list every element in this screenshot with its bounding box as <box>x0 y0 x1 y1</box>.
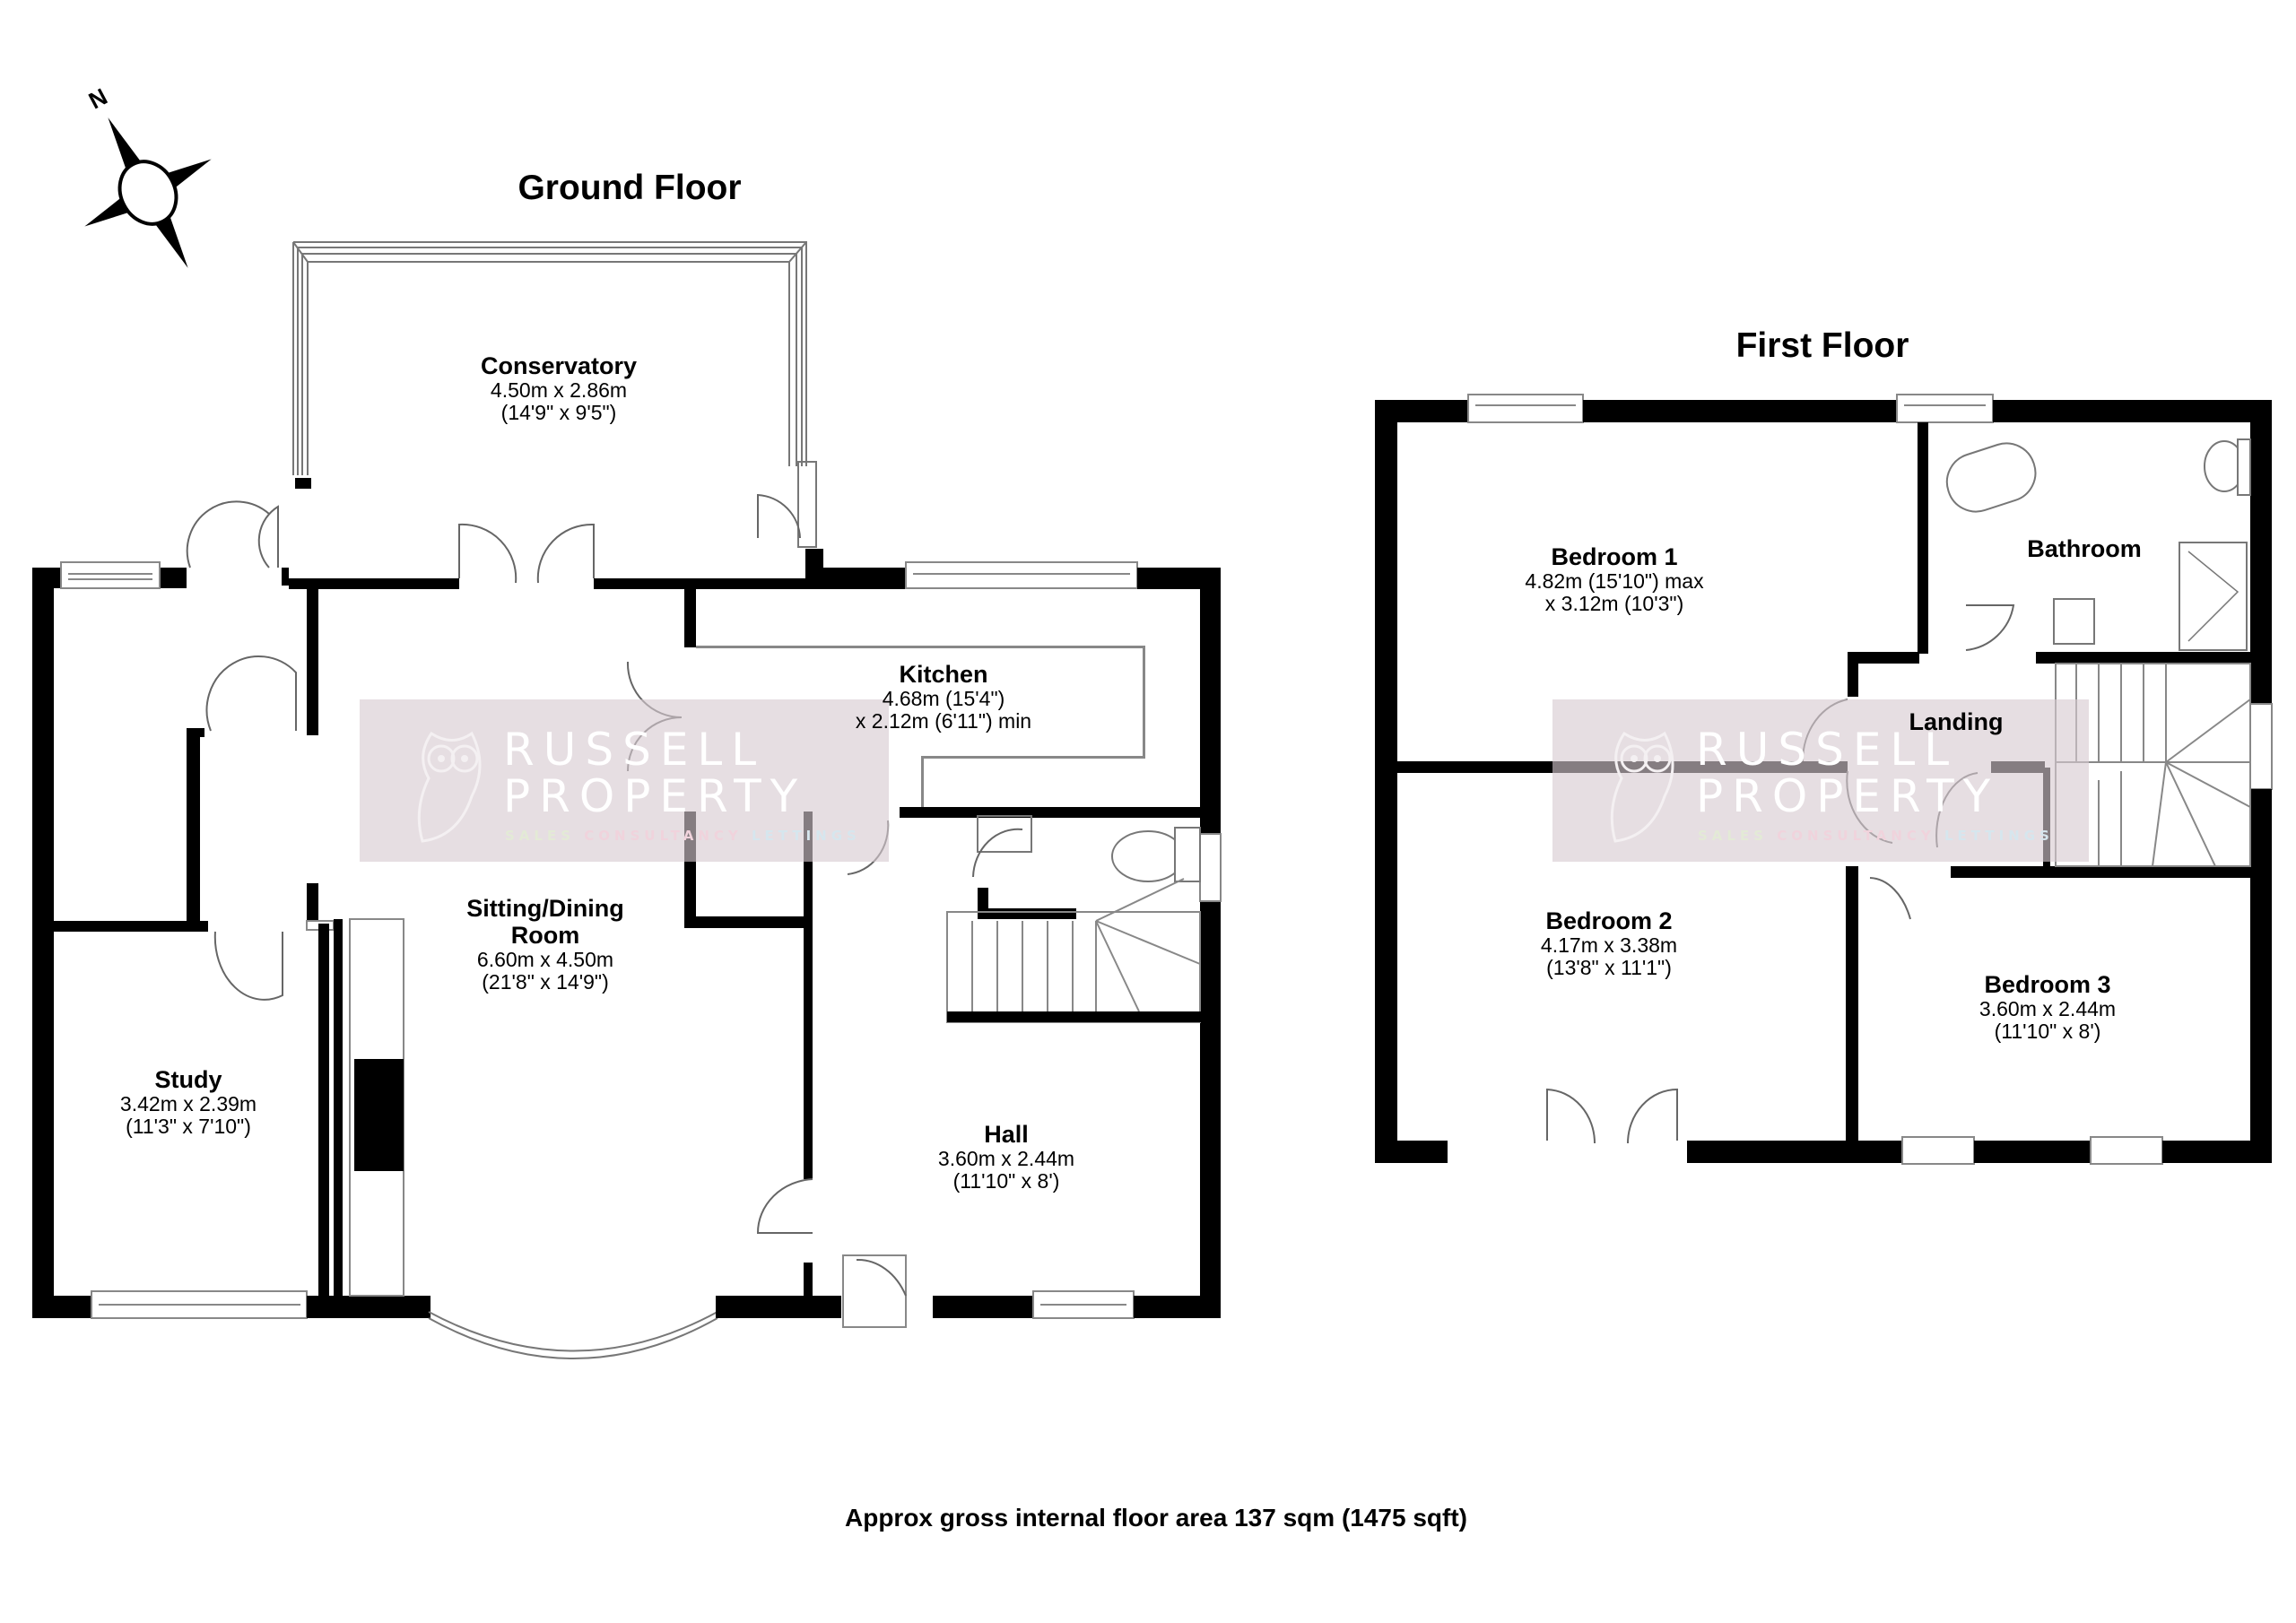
watermark-brand-line2: PROPERTY <box>503 770 807 822</box>
room-dimensions: 3.60m x 2.44m <box>937 1147 1075 1170</box>
room-dimensions-imperial: (21'8" x 14'9") <box>482 970 609 994</box>
watermark-first-floor: RUSSELL PROPERTY SALES CONSULTANCY LETTI… <box>1552 699 2089 862</box>
owl-logo-icon <box>417 731 482 843</box>
ground-floor-plan <box>32 241 1222 1359</box>
room-label-sitting-dining: Sitting/Dining Room 6.60m x 4.50m (21'8"… <box>466 895 623 994</box>
room-dimensions: 4.50m x 2.86m <box>490 378 628 402</box>
watermark-tagline: SALES CONSULTANCY LETTINGS <box>505 828 861 844</box>
room-dimensions-imperial: (13'8" x 11'1") <box>1546 956 1672 979</box>
tag-lettings: LETTINGS <box>1944 828 2054 844</box>
room-label-bedroom-3: Bedroom 3 3.60m x 2.44m (11'10" x 8') <box>1979 971 2116 1043</box>
room-name: Sitting/Dining <box>466 895 624 922</box>
room-dimensions-imperial: x 2.12m (6'11") min <box>855 709 1032 733</box>
room-label-landing: Landing <box>1909 708 2004 735</box>
tag-consultancy: CONSULTANCY <box>584 828 743 844</box>
first-floor-title: First Floor <box>1735 326 1909 365</box>
room-label-study: Study 3.42m x 2.39m (11'3" x 7'10") <box>120 1066 257 1138</box>
room-dimensions: 6.60m x 4.50m <box>476 948 614 971</box>
tag-consultancy: CONSULTANCY <box>1777 828 1935 844</box>
room-name: Hall <box>984 1121 1029 1148</box>
watermark-brand-line1: RUSSELL <box>1696 724 1959 776</box>
room-dimensions: 3.60m x 2.44m <box>1979 997 2117 1020</box>
room-dimensions: 3.42m x 2.39m <box>119 1092 257 1115</box>
room-dimensions-imperial: (11'10" x 8') <box>952 1169 1060 1193</box>
room-dimensions: 4.17m x 3.38m <box>1540 933 1678 957</box>
room-name: Conservatory <box>480 352 638 379</box>
watermark-brand-line2: PROPERTY <box>1696 770 2000 822</box>
room-label-bedroom-2: Bedroom 2 4.17m x 3.38m (13'8" x 11'1") <box>1541 907 1677 979</box>
room-dimensions-imperial: (11'3" x 7'10") <box>126 1115 251 1138</box>
room-label-kitchen: Kitchen 4.68m (15'4") x 2.12m (6'11") mi… <box>856 661 1031 733</box>
compass-rose-icon: N <box>84 82 212 268</box>
room-dimensions-2: x 3.12m (10'3") <box>1544 592 1684 615</box>
room-dimensions: 4.68m (15'4") <box>882 687 1005 710</box>
compass-north-label: N <box>84 82 112 114</box>
room-dimensions-imperial: (14'9" x 9'5") <box>500 401 617 424</box>
room-label-bedroom-1: Bedroom 1 4.82m (15'10") max x 3.12m (10… <box>1525 543 1703 615</box>
watermark-brand-line1: RUSSELL <box>503 724 766 776</box>
tag-sales: SALES <box>1698 828 1769 844</box>
room-label-bathroom: Bathroom <box>2027 535 2142 562</box>
room-label-hall: Hall 3.60m x 2.44m (11'10" x 8') <box>938 1121 1074 1193</box>
room-dimensions-imperial: (11'10" x 8') <box>1994 1020 2101 1043</box>
room-name-line2: Room <box>510 922 580 949</box>
first-floor-plan <box>1375 394 2273 1165</box>
ground-floor-title: Ground Floor <box>517 169 742 207</box>
watermark-tagline: SALES CONSULTANCY LETTINGS <box>1698 828 2054 844</box>
room-name: Bathroom <box>2027 535 2142 562</box>
room-name: Landing <box>1909 708 2004 735</box>
watermark-ground-floor: RUSSELL PROPERTY SALES CONSULTANCY LETTI… <box>360 699 889 862</box>
room-name: Bedroom 1 <box>1551 543 1678 570</box>
room-name: Kitchen <box>899 661 988 688</box>
owl-logo-icon <box>1610 731 1674 843</box>
room-dimensions: 4.82m (15'10") max <box>1525 569 1704 593</box>
room-name: Study <box>154 1066 222 1093</box>
tag-lettings: LETTINGS <box>751 828 861 844</box>
room-label-conservatory: Conservatory 4.50m x 2.86m (14'9" x 9'5"… <box>481 352 637 424</box>
tag-sales: SALES <box>505 828 576 844</box>
floor-area-caption: Approx gross internal floor area 137 sqm… <box>845 1504 1467 1532</box>
room-name: Bedroom 3 <box>1984 971 2111 998</box>
room-name: Bedroom 2 <box>1545 907 1673 934</box>
